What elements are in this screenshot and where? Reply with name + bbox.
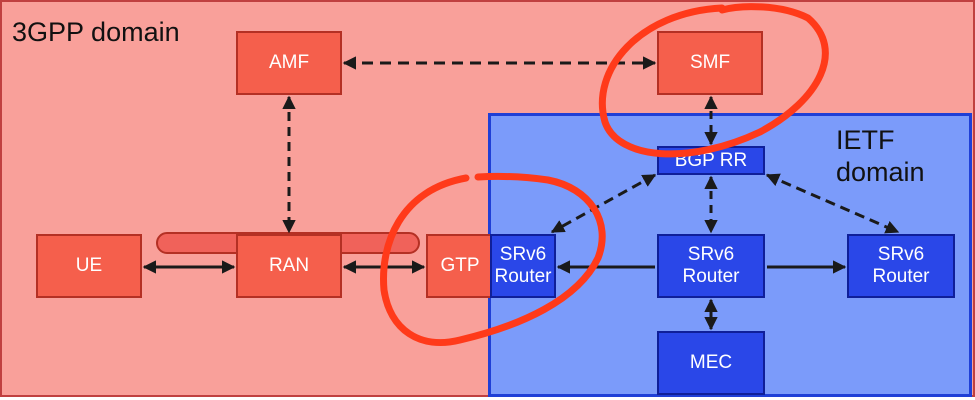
ue-node: UE (36, 234, 142, 298)
mec-node: MEC (657, 331, 765, 395)
srv6-router-left-node: SRv6 Router (490, 234, 556, 298)
ran-node: RAN (236, 234, 342, 298)
srv6-router-center-node: SRv6 Router (657, 234, 765, 298)
swirl-annotation-top (598, 3, 829, 158)
amf-node: AMF (236, 31, 342, 95)
smf-node: SMF (657, 31, 763, 95)
srv6-router-right-node: SRv6 Router (847, 234, 955, 298)
bgp-rr-srv6-right-link (765, 173, 900, 234)
bgp-rr-srv6-left-link (550, 173, 657, 234)
swirl-annotation-bottom (380, 172, 606, 347)
gtp-node: GTP (426, 234, 494, 298)
3gpp-domain-label: 3GPP domain (12, 17, 180, 47)
